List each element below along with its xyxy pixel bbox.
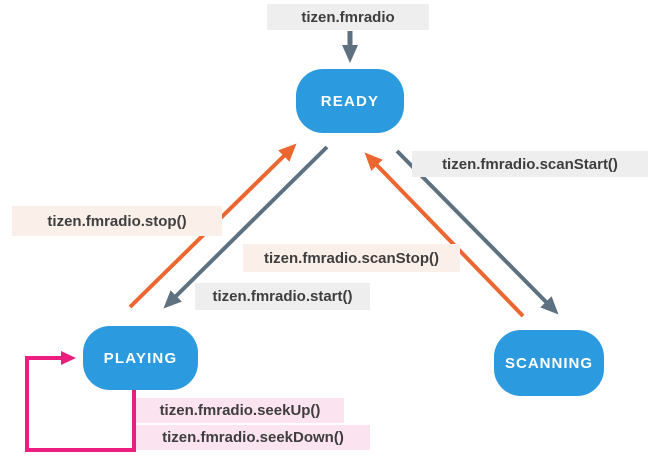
state-playing: PLAYING xyxy=(83,326,198,390)
transition-label-scanstop: tizen.fmradio.scanStop() xyxy=(243,244,460,272)
transition-label-stop: tizen.fmradio.stop() xyxy=(12,206,222,236)
transition-label-start: tizen.fmradio.start() xyxy=(195,283,370,310)
transition-arrow-seek-loop xyxy=(25,351,136,452)
entry-label: tizen.fmradio xyxy=(267,4,429,30)
transition-label-scanstart: tizen.fmradio.scanStart() xyxy=(412,151,648,177)
transition-arrow-start xyxy=(163,145,329,309)
state-scanning: SCANNING xyxy=(494,330,604,396)
transition-arrow-scanstop xyxy=(364,152,525,318)
transition-label-seekup: tizen.fmradio.seekUp() xyxy=(136,398,344,423)
transition-arrow-scanstart xyxy=(395,149,559,315)
state-ready: READY xyxy=(296,69,404,133)
transition-label-seekdown: tizen.fmradio.seekDown() xyxy=(136,425,370,450)
